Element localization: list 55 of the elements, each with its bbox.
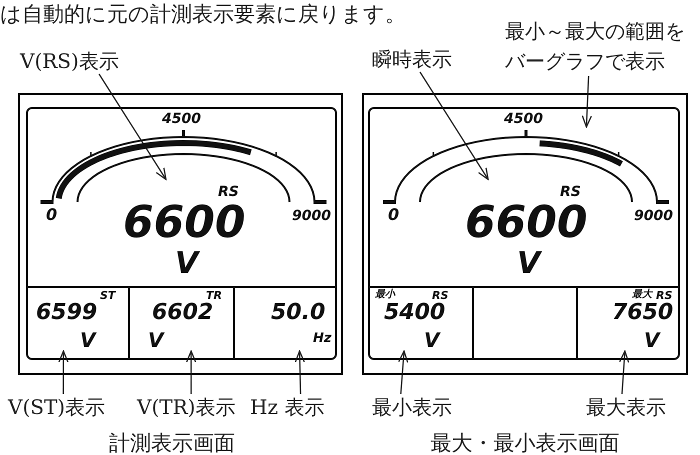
mode-label: 最大 — [632, 290, 652, 300]
unit-label: V — [424, 330, 440, 350]
unit-label: V — [644, 330, 660, 350]
unit-label: Hz — [313, 332, 332, 345]
phase-label: TR — [206, 290, 222, 301]
callout-text: 最大表示 — [586, 394, 666, 420]
arrow — [619, 350, 630, 394]
phase-label: RS — [218, 185, 239, 199]
arrow — [582, 76, 592, 128]
phase-label: RS — [560, 185, 581, 199]
lcd-cell — [233, 286, 337, 360]
mode-label: 最小 — [375, 290, 395, 300]
lcd-reading: 50.0 — [271, 302, 326, 324]
phase-label: ST — [100, 290, 116, 301]
lcd-cell — [576, 286, 680, 360]
scale-label: 0 — [388, 207, 400, 223]
figure-caption: 計測表示画面 — [109, 430, 235, 455]
unit-label: V — [175, 249, 198, 279]
callout-text: V(RS)表示 — [20, 48, 119, 74]
unit-label: V — [517, 249, 540, 279]
phase-label: RS — [432, 290, 448, 301]
lcd-reading: 6599 — [36, 302, 98, 324]
callout-text: Hz 表示 — [250, 394, 324, 420]
arrow — [98, 74, 167, 180]
lcd-reading: 6600 — [465, 201, 588, 245]
callout-text: 瞬時表示 — [372, 46, 452, 72]
lcd-cell — [26, 286, 130, 360]
lcd-reading: 7650 — [612, 302, 674, 324]
figure-caption: 最大・最小表示画面 — [430, 430, 620, 455]
callout-text: 最小表示 — [372, 394, 452, 420]
scale-label: 9000 — [634, 209, 673, 223]
arrow — [58, 350, 69, 394]
unit-label: V — [80, 330, 96, 350]
callout-text: 最小～最大の範囲をバーグラフで表示 — [505, 16, 695, 76]
arrow — [186, 350, 196, 394]
arrow — [294, 350, 305, 394]
lcd-reading: 5400 — [384, 302, 446, 324]
scale-label: 4500 — [504, 112, 543, 126]
lcd-screen — [26, 107, 337, 288]
display-frame — [362, 93, 688, 375]
arrow — [398, 350, 408, 394]
unit-label: V — [148, 330, 164, 350]
body-text: は自動的に元の計測表示要素に戻ります。 — [0, 1, 406, 27]
phase-label: RS — [656, 290, 672, 301]
scale-label: 0 — [46, 207, 58, 223]
arrow — [419, 72, 489, 180]
display-frame — [18, 93, 343, 375]
callout-text: V(TR)表示 — [137, 394, 236, 420]
lcd-reading: 6600 — [123, 201, 246, 245]
scale-label: 9000 — [292, 209, 331, 223]
lcd-reading: 6602 — [152, 302, 214, 324]
callout-text: V(ST)表示 — [8, 394, 106, 420]
scale-label: 4500 — [162, 112, 201, 126]
lcd-cell — [368, 286, 474, 360]
lcd-screen — [368, 107, 680, 288]
